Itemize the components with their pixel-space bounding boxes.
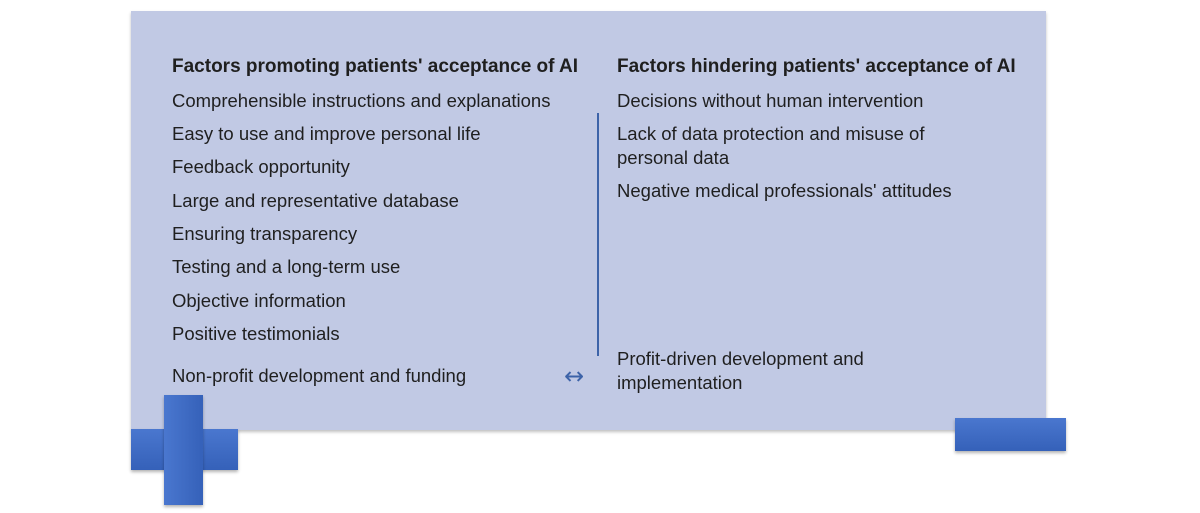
promoting-item: Ensuring transparency: [172, 223, 358, 244]
factors-panel: [131, 11, 1046, 430]
plus-icon-vertical: [164, 395, 203, 505]
hindering-item: Profit-driven development and implementa…: [617, 348, 864, 393]
hindering-item: Decisions without human intervention: [617, 90, 924, 111]
promoting-item: Positive testimonials: [172, 323, 340, 344]
column-divider: [597, 113, 599, 356]
promoting-item: Easy to use and improve personal life: [172, 123, 481, 144]
promoting-item: Large and representative database: [172, 190, 459, 211]
hindering-item: Negative medical professionals' attitude…: [617, 180, 952, 201]
promoting-item: Feedback opportunity: [172, 156, 350, 177]
promoting-item: Non-profit development and funding: [172, 365, 467, 386]
hindering-item: Lack of data protection and misuse of pe…: [617, 123, 925, 168]
double-arrow-icon: ↔: [564, 362, 585, 390]
minus-icon: [955, 418, 1066, 451]
promoting-item: Comprehensible instructions and explanat…: [172, 90, 551, 111]
promoting-item: Testing and a long-term use: [172, 256, 401, 277]
promoting-title: Factors promoting patients' acceptance o…: [172, 56, 579, 77]
hindering-title: Factors hindering patients' acceptance o…: [617, 56, 1016, 77]
promoting-item: Objective information: [172, 290, 346, 311]
